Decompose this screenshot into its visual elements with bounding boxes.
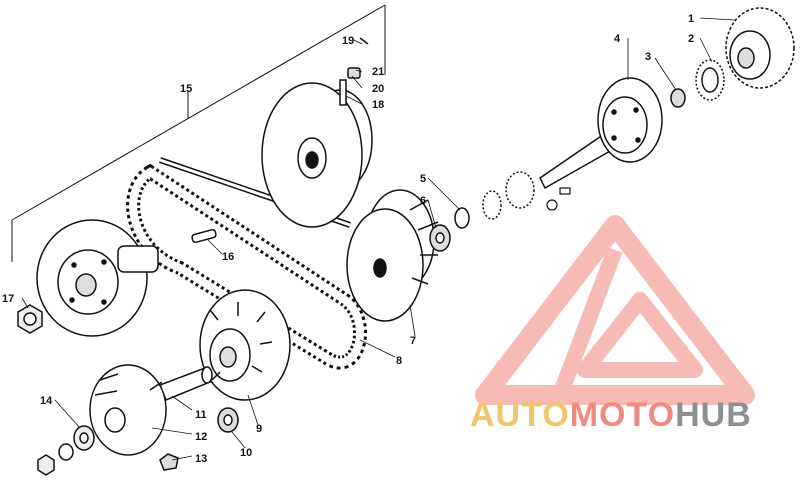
callout-5: 5 [420, 173, 426, 185]
assembly-bracket [11, 4, 386, 262]
driven-clutch-fixed-sheave [346, 189, 439, 322]
callout-4: 4 [614, 33, 621, 45]
cover-12 [89, 364, 167, 456]
callout-1: 1 [688, 13, 694, 25]
weight-13 [159, 453, 179, 471]
callout-18: 18 [372, 99, 384, 111]
spacer-3 [670, 88, 686, 108]
callout-19: 19 [342, 35, 354, 47]
pin-16 [191, 228, 217, 244]
callout-6: 6 [420, 195, 426, 207]
callout-labels: 1 2 3 4 5 6 7 8 9 10 11 12 13 14 15 16 1… [2, 13, 694, 465]
housing-1 [725, 7, 795, 89]
bearing-6 [429, 224, 451, 252]
bushing-11 [159, 366, 213, 401]
callout-2: 2 [688, 33, 694, 45]
callout-15: 15 [180, 83, 192, 95]
callout-10: 10 [240, 447, 252, 459]
callout-16: 16 [222, 251, 234, 263]
callout-21: 21 [372, 66, 384, 78]
callout-7: 7 [410, 335, 416, 347]
callout-14: 14 [40, 395, 53, 407]
ring-5 [454, 207, 470, 229]
callout-17: 17 [2, 293, 14, 305]
leader-lines [21, 17, 736, 461]
callout-13: 13 [195, 453, 207, 465]
watermark-auto: AUTO [470, 396, 570, 434]
bearing-10 [217, 407, 239, 433]
drum-4 [539, 77, 663, 190]
callout-9: 9 [256, 423, 262, 435]
spider-sheave-9 [199, 289, 291, 401]
callout-12: 12 [195, 431, 207, 443]
watermark-text: AUTOMOTOHUB [470, 396, 752, 436]
watermark-hub: HUB [675, 396, 752, 434]
driven-clutch-sheave-upper [261, 37, 373, 228]
callout-8: 8 [396, 355, 402, 367]
nut-17 [17, 304, 43, 334]
nut-14 [37, 425, 95, 476]
callout-11: 11 [195, 409, 207, 421]
one-way-clutch-2 [695, 59, 725, 101]
callout-3: 3 [645, 51, 651, 63]
watermark-moto: MOTO [569, 396, 676, 434]
small-bolt [546, 187, 571, 211]
drive-clutch-sheave [36, 219, 159, 337]
gear-ring [482, 171, 535, 220]
watermark-logo [475, 215, 755, 405]
callout-20: 20 [372, 83, 384, 95]
